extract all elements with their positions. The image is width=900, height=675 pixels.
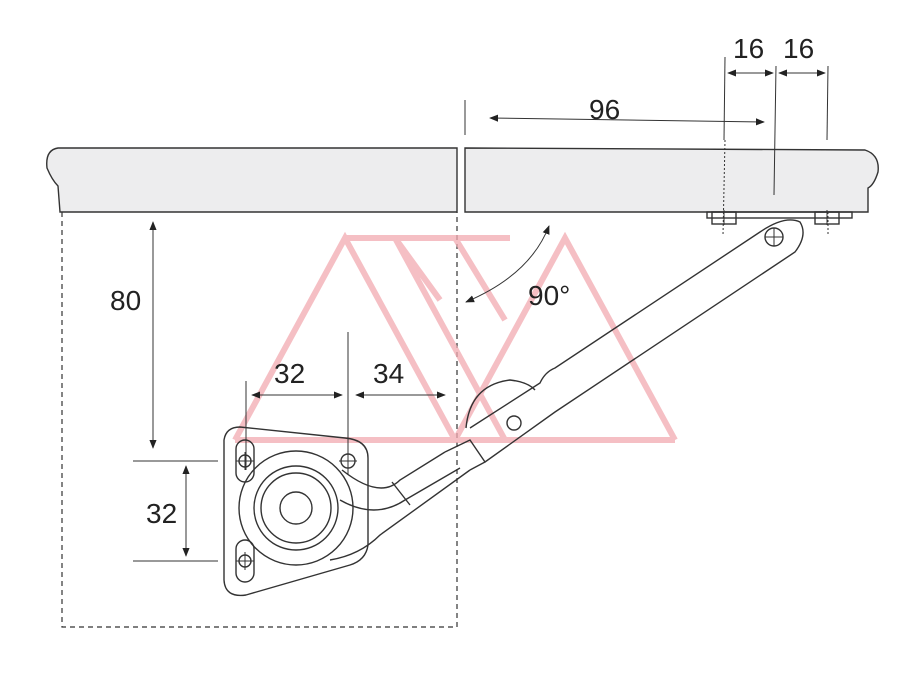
lid-mounting-plate xyxy=(706,210,853,225)
lid-panel xyxy=(464,147,879,213)
screw-crosshead-icon xyxy=(764,227,784,247)
cabinet-outline xyxy=(61,212,458,628)
hinge-arm xyxy=(329,219,804,561)
cabinet-top-panel xyxy=(46,147,458,213)
extension-line xyxy=(773,65,777,196)
extension-line xyxy=(826,65,829,141)
watermark-logo xyxy=(232,231,678,443)
dimension-label-80: 80 xyxy=(110,285,141,316)
extension-line xyxy=(723,56,726,141)
dimension-label-16a: 16 xyxy=(733,33,764,64)
dimension-label-32h: 32 xyxy=(274,358,305,389)
dimension-arrow-96 xyxy=(489,114,765,126)
dimension-label-16b: 16 xyxy=(783,33,814,64)
dimension-label-34: 34 xyxy=(373,358,404,389)
hinge-base-bracket xyxy=(223,426,369,597)
angle-arc xyxy=(465,225,550,303)
pivot-hole xyxy=(506,415,522,431)
dimension-label-96: 96 xyxy=(589,94,620,125)
dimension-label-32v: 32 xyxy=(146,498,177,529)
angle-label: 90° xyxy=(528,280,570,311)
